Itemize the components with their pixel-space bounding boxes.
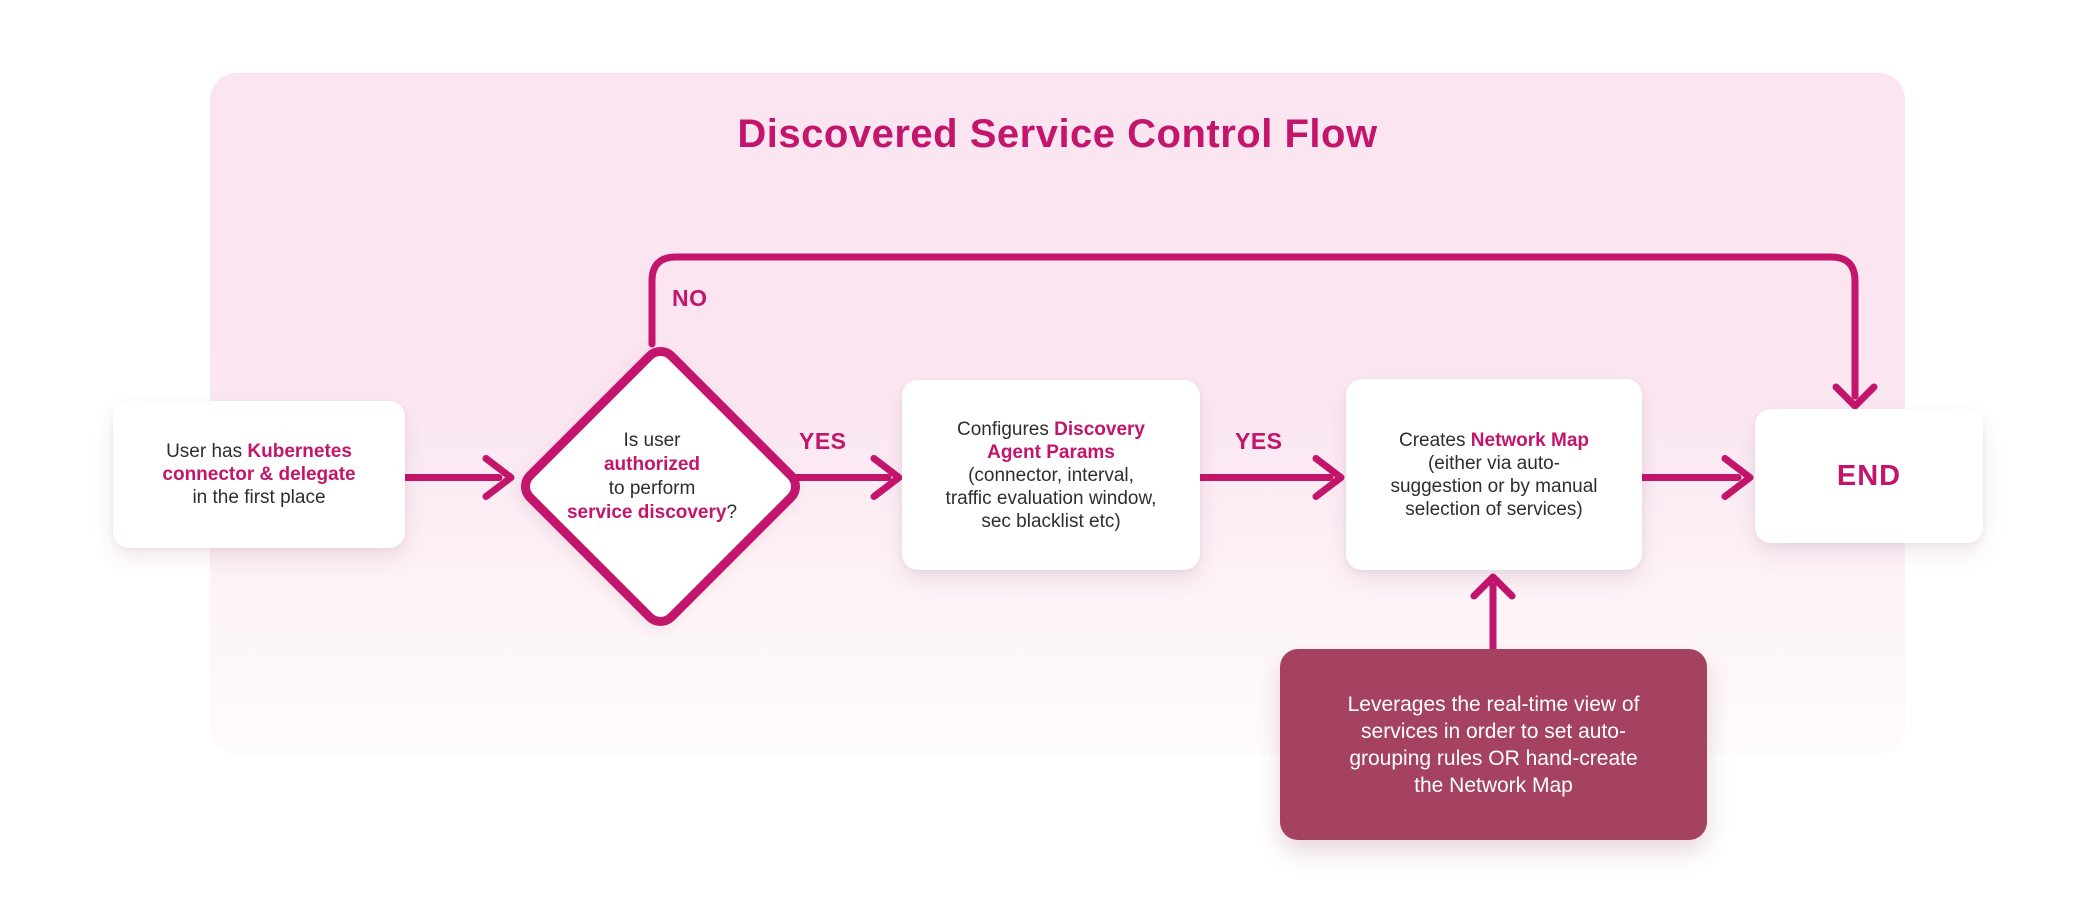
text-segment: to perform: [608, 478, 696, 499]
text-line: traffic evaluation window,: [946, 487, 1157, 510]
text-line: service discovery?: [567, 501, 737, 525]
text-segment: (connector, interval,: [968, 464, 1134, 486]
edge-label-yes-configure: YES: [1235, 428, 1283, 454]
text-segment: Kubernetes: [247, 441, 352, 462]
text-line: services in order to set auto-: [1361, 719, 1626, 743]
node-end: END: [1755, 409, 1983, 543]
text-line: Is user: [623, 429, 680, 453]
text-segment: Discovery: [1054, 418, 1145, 440]
text-segment: Is user: [623, 430, 681, 451]
text-line: connector & delegate: [162, 463, 355, 486]
edge-label-no: NO: [672, 285, 708, 311]
text-segment: ?: [726, 502, 738, 523]
text-segment: sec blacklist etc): [981, 510, 1121, 532]
text-line: in the first place: [192, 486, 325, 509]
text-line: suggestion or by manual: [1390, 475, 1597, 498]
end-label: END: [1836, 459, 1902, 492]
text-segment: Configures: [956, 418, 1055, 440]
text-line: authorized: [604, 453, 700, 477]
text-segment: selection of services): [1405, 498, 1583, 520]
text-segment: Agent Params: [987, 441, 1115, 463]
text-line: (connector, interval,: [968, 464, 1134, 487]
text-segment: (either via auto-: [1427, 452, 1560, 474]
text-segment: Network Map: [1470, 429, 1590, 451]
text-line: (either via auto-: [1428, 452, 1560, 475]
text-line: grouping rules OR hand-create: [1349, 746, 1638, 770]
text-line: the Network Map: [1414, 773, 1573, 797]
node-start: User has Kubernetes connector & delegate…: [113, 401, 405, 548]
text-line: Creates Network Map: [1399, 429, 1589, 452]
text-line: Agent Params: [987, 441, 1115, 464]
text-segment: connector & delegate: [162, 464, 356, 485]
text-segment: traffic evaluation window,: [945, 487, 1157, 509]
text-line: Leverages the real-time view of: [1347, 692, 1640, 716]
text-line: to perform: [609, 477, 696, 501]
text-segment: in the first place: [192, 487, 326, 508]
node-configure-discovery-agent: Configures Discovery Agent Params (conne…: [902, 380, 1200, 570]
edge-label-yes-decision: YES: [799, 428, 847, 454]
node-annotation-note: Leverages the real-time view of services…: [1280, 649, 1707, 840]
text-line: selection of services): [1405, 498, 1582, 521]
text-segment: service discovery: [566, 502, 727, 523]
text-line: sec blacklist etc): [981, 510, 1120, 533]
text-line: User has Kubernetes: [166, 440, 352, 463]
node-creates-network-map: Creates Network Map (either via auto- su…: [1346, 379, 1642, 570]
text-segment: User has: [166, 441, 248, 462]
diagram-title: Discovered Service Control Flow: [737, 112, 1378, 156]
text-segment: Creates: [1398, 429, 1471, 451]
text-segment: suggestion or by manual: [1390, 475, 1598, 497]
text-segment: authorized: [603, 454, 701, 475]
node-decision: Is user authorized to perform service di…: [537, 429, 767, 525]
text-line: Configures Discovery: [957, 418, 1145, 441]
